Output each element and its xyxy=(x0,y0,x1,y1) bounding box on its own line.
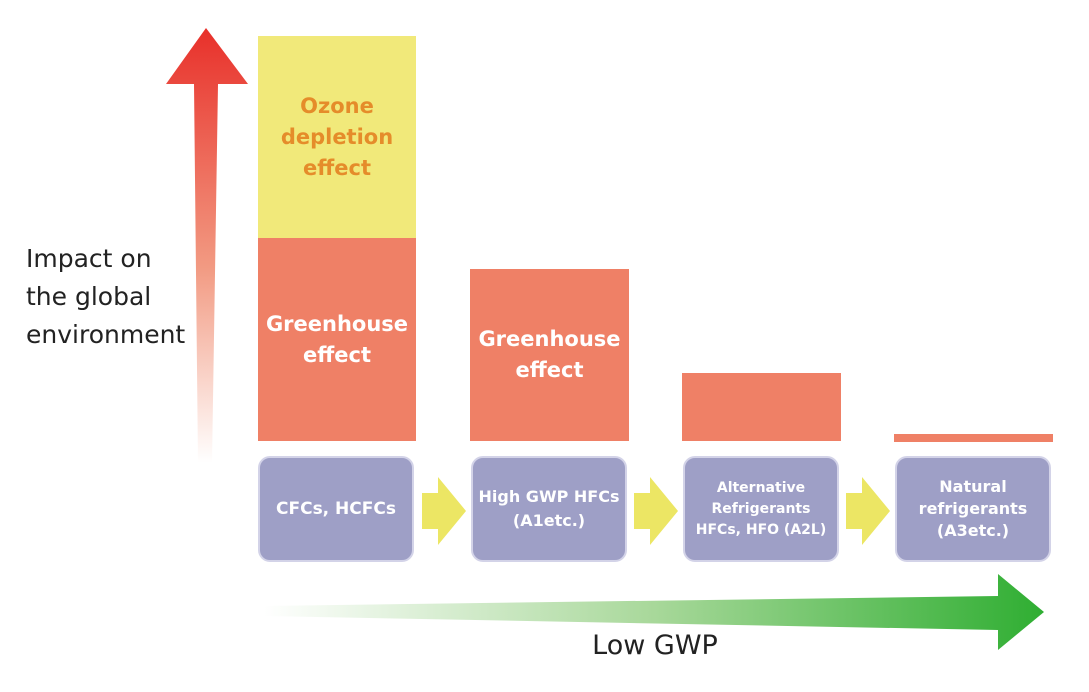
y-axis-label: Impact on the global environment xyxy=(26,244,186,349)
ozone-depletion-label: Ozone depletion effect xyxy=(280,93,394,180)
x-axis-label: Low GWP xyxy=(592,630,718,661)
greenhouse-bar-high-gwp-hfcs: Greenhouse effect xyxy=(470,269,629,441)
flow-arrow-icon xyxy=(846,477,890,545)
refrigerant-box-alternative: Alternative Refrigerants HFCs, HFO (A2L) xyxy=(683,456,839,562)
greenhouse-bar-alternative xyxy=(682,373,841,441)
flow-arrow-icon xyxy=(422,477,466,545)
greenhouse-bar-cfcs: Greenhouse effect xyxy=(258,238,416,441)
low-gwp-arrow xyxy=(264,574,1044,650)
greenhouse-label-high-gwp-hfcs: Greenhouse effect xyxy=(478,327,621,382)
refrigerant-box-high-gwp-hfcs: High GWP HFCs (A1etc.) xyxy=(471,456,627,562)
impact-arrow xyxy=(166,28,248,463)
refrigerant-box-cfcs-hcfcs: CFCs, HCFCs xyxy=(258,456,414,562)
refrigerant-box-natural: Natural refrigerants (A3etc.) xyxy=(895,456,1051,562)
ozone-depletion-bar: Ozone depletion effect xyxy=(258,36,416,238)
greenhouse-bar-natural xyxy=(894,434,1053,442)
flow-arrow-icon xyxy=(634,477,678,545)
greenhouse-label-cfcs: Greenhouse effect xyxy=(265,311,409,367)
